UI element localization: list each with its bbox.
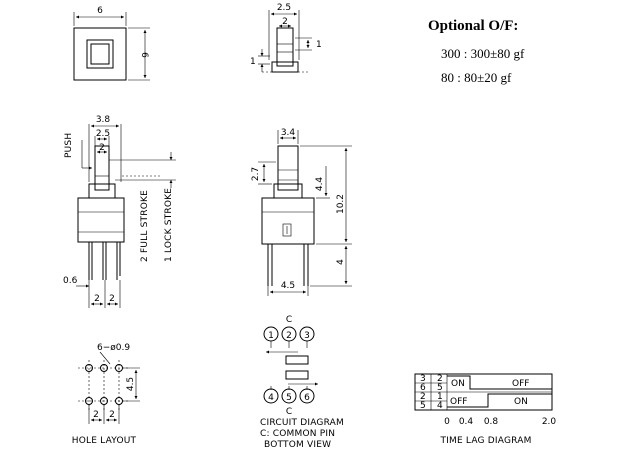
hole-grid — [78, 360, 130, 410]
common-top-label: C — [286, 315, 292, 325]
timelag-tick-0: 0 — [444, 417, 450, 427]
side-view-inner-width: 2 — [99, 143, 105, 153]
optional-title: Optional O/F: — [428, 18, 518, 34]
timelag-row3-a: 2 — [420, 392, 426, 402]
front-width-bottom: 4.5 — [281, 281, 295, 291]
pin-5: 5 — [286, 393, 292, 403]
optional-force-note: Optional O/F: 300 : 300±80 gf 80 : 80±20… — [428, 18, 525, 85]
side-view: PUSH 3.8 2.5 2 2 FULL STROKE 1 LOCK STRO… — [63, 115, 176, 308]
timelag-row4-b: 4 — [437, 401, 443, 411]
cap-view-stem — [276, 27, 294, 67]
timelag-off-2: OFF — [450, 397, 467, 407]
side-pitch-a: 2 — [94, 294, 100, 304]
pin-3: 3 — [304, 331, 310, 341]
common-pin-note: C: COMMON PIN — [260, 429, 335, 439]
top-view: 6 6 — [73, 6, 150, 81]
front-width-top: 3.4 — [281, 128, 296, 138]
time-lag-diagram: 3 2 6 5 2 1 5 4 ON OFF OFF ON 0 0.4 0.8 … — [414, 373, 557, 446]
hole-pitch-b: 2 — [109, 410, 115, 420]
front-view-window — [282, 223, 292, 237]
cap-view: 2.5 2 1 1 — [250, 3, 322, 73]
timelag-row3-b: 1 — [437, 392, 443, 402]
front-stem-height: 4.4 — [315, 177, 325, 192]
pin-circle — [299, 388, 315, 404]
contact-bar-bottom — [285, 370, 309, 380]
timelag-row1-a: 3 — [420, 374, 426, 384]
top-view-cap-inner — [90, 43, 110, 65]
timelag-on-2: ON — [514, 397, 528, 407]
push-label: PUSH — [64, 133, 74, 158]
top-view-height-label: 6 — [139, 52, 149, 58]
bottom-view-note: BOTTOM VIEW — [264, 440, 331, 450]
timelag-row1-b: 2 — [437, 374, 443, 384]
optional-line-80: 80 : 80±20 gf — [441, 70, 512, 85]
lock-stroke-label: 1 LOCK STROKE — [164, 188, 174, 262]
timelag-trace-1 — [447, 375, 552, 390]
timelag-tick-2-0: 2.0 — [542, 417, 557, 427]
hole-pitch-a: 2 — [93, 410, 99, 420]
cap-view-inner-width: 2 — [282, 17, 288, 27]
front-view: 3.4 2.7 4.4 10.2 4 4.5 — [251, 128, 352, 296]
side-view-body — [77, 197, 125, 243]
pin-6: 6 — [304, 393, 310, 403]
cap-view-height-a: 1 — [316, 40, 322, 50]
front-total-height: 10.2 — [336, 194, 346, 214]
timelag-on-1: ON — [451, 379, 465, 389]
hole-layout: 6−ø0.9 4.5 2 2 HOLE LAYOUT — [72, 343, 140, 446]
front-view-cap — [277, 145, 299, 191]
front-cap-height: 2.7 — [251, 167, 261, 181]
pin-circle — [263, 388, 279, 404]
front-view-body — [261, 197, 315, 245]
cap-view-base — [271, 61, 299, 73]
timelag-tick-0-8: 0.8 — [484, 417, 499, 427]
cap-view-outer-width: 2.5 — [277, 3, 291, 13]
pin-circle — [281, 388, 297, 404]
timelag-row2-b: 5 — [437, 383, 443, 393]
top-view-cap-outer — [86, 39, 114, 69]
timelag-off-1: OFF — [512, 379, 529, 389]
contact-bar-top — [285, 355, 309, 365]
pin-2: 2 — [286, 331, 292, 341]
optional-line-300: 300 : 300±80 gf — [441, 46, 525, 61]
cap-view-height-b: 1 — [250, 57, 256, 67]
timelag-trace-2 — [447, 393, 552, 408]
hole-layout-caption: HOLE LAYOUT — [72, 436, 137, 446]
front-pin-height: 4 — [336, 259, 346, 265]
top-view-width-label: 6 — [97, 6, 103, 16]
side-view-collar — [88, 183, 116, 199]
side-pitch-b: 2 — [109, 294, 115, 304]
circuit-caption: CIRCUIT DIAGRAM — [260, 418, 344, 428]
timelag-caption: TIME LAG DIAGRAM — [439, 436, 531, 446]
common-bottom-label: C — [286, 407, 292, 417]
circuit-diagram: C 1 2 3 4 5 6 C CIRCUIT DIAGRAM C: COMMO… — [260, 315, 344, 450]
pin-1: 1 — [268, 331, 274, 341]
timelag-row2-a: 6 — [420, 383, 426, 393]
timelag-tick-0-4: 0.4 — [459, 417, 474, 427]
side-view-cap — [94, 145, 110, 191]
pin-4: 4 — [268, 393, 274, 403]
top-view-body — [73, 27, 127, 81]
pin-offset-label: 0.6 — [63, 276, 78, 286]
hole-spec: 6−ø0.9 — [97, 343, 130, 353]
timelag-row4-a: 5 — [420, 401, 426, 411]
side-view-mid-width: 2.5 — [96, 129, 110, 139]
full-stroke-label: 2 FULL STROKE — [140, 190, 150, 262]
side-view-outer-width: 3.8 — [96, 115, 111, 125]
hole-spacing-v: 4.5 — [126, 377, 136, 391]
